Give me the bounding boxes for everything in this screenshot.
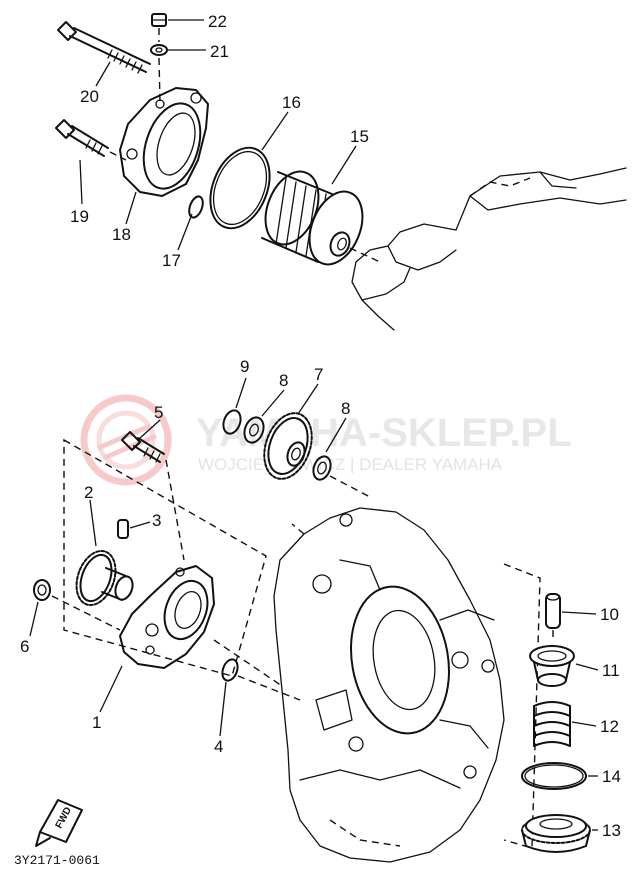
part-12-relief-spring	[533, 701, 571, 747]
callout-20: 20	[80, 87, 99, 106]
callout-13: 13	[602, 821, 621, 840]
upper-crankcase-outline	[351, 167, 627, 331]
callout-4: 4	[214, 737, 223, 756]
callout-8-upper: 8	[279, 371, 288, 390]
callout-labels: 22 21 20 16 15 19 18 17 9 8 7 8 5 2 3 6 …	[20, 12, 621, 840]
callout-1: 1	[92, 713, 101, 732]
callout-8-lower: 8	[341, 399, 350, 418]
part-16-large-o-ring	[209, 146, 271, 230]
part-19-short-bolt	[55, 119, 109, 157]
part-22-small-bolt	[151, 13, 167, 27]
part-8-washer-b	[312, 455, 332, 481]
callout-12: 12	[600, 717, 619, 736]
guide-line-gear-shaft	[329, 475, 373, 499]
callout-16: 16	[282, 93, 301, 112]
part-21-washer	[150, 44, 168, 56]
part-9-circlip	[222, 409, 242, 435]
part-1-oil-pump-body	[119, 565, 215, 669]
callout-19: 19	[70, 207, 89, 226]
callout-6: 6	[20, 637, 29, 656]
guide-line-bolt-5	[165, 459, 185, 561]
part-20-long-bolt	[57, 21, 151, 74]
callout-2: 2	[84, 483, 93, 502]
part-3-dowel-pin	[117, 519, 129, 539]
part-14-relief-o-ring	[521, 762, 587, 790]
callout-15: 15	[350, 127, 369, 146]
callout-14: 14	[602, 767, 621, 786]
leader-lines	[29, 19, 599, 831]
callout-17: 17	[162, 251, 181, 270]
part-8-washer-a	[243, 416, 265, 444]
part-5-pump-bolt	[121, 431, 165, 463]
callout-7: 7	[314, 365, 323, 384]
part-11-relief-valve-cap	[529, 645, 575, 687]
guide-line-bolt-22	[158, 28, 161, 103]
fwd-arrow-icon: FWD	[35, 799, 83, 847]
part-10-relief-pin	[545, 593, 561, 629]
watermark-subline: WOJCIECHOWICZ | DEALER YAMAHA	[198, 455, 503, 474]
callout-22: 22	[208, 12, 227, 31]
part-15-oil-filter	[261, 170, 364, 266]
callout-18: 18	[112, 225, 131, 244]
part-6-collar	[33, 579, 51, 601]
callout-5: 5	[154, 403, 163, 422]
guide-line-pump-mount	[213, 639, 301, 701]
part-18-filter-cover	[119, 87, 209, 197]
relief-valve-bracket	[503, 563, 541, 849]
guide-line-collar-6	[51, 595, 121, 631]
part-2-pump-drive-gear	[75, 549, 134, 607]
lower-crankcase-outline	[273, 507, 505, 863]
part-13-relief-housing	[521, 814, 591, 853]
part-4-o-ring	[221, 658, 239, 682]
callout-3: 3	[152, 511, 161, 530]
guide-line-bolt-19	[109, 151, 127, 161]
callout-10: 10	[600, 605, 619, 624]
part-17-small-o-ring	[188, 195, 204, 219]
callout-11: 11	[602, 661, 620, 680]
part-7-driven-gear	[263, 412, 313, 480]
callout-9: 9	[240, 357, 249, 376]
diagram-code: 3Y2171-0061	[14, 853, 100, 868]
callout-21: 21	[210, 42, 229, 61]
